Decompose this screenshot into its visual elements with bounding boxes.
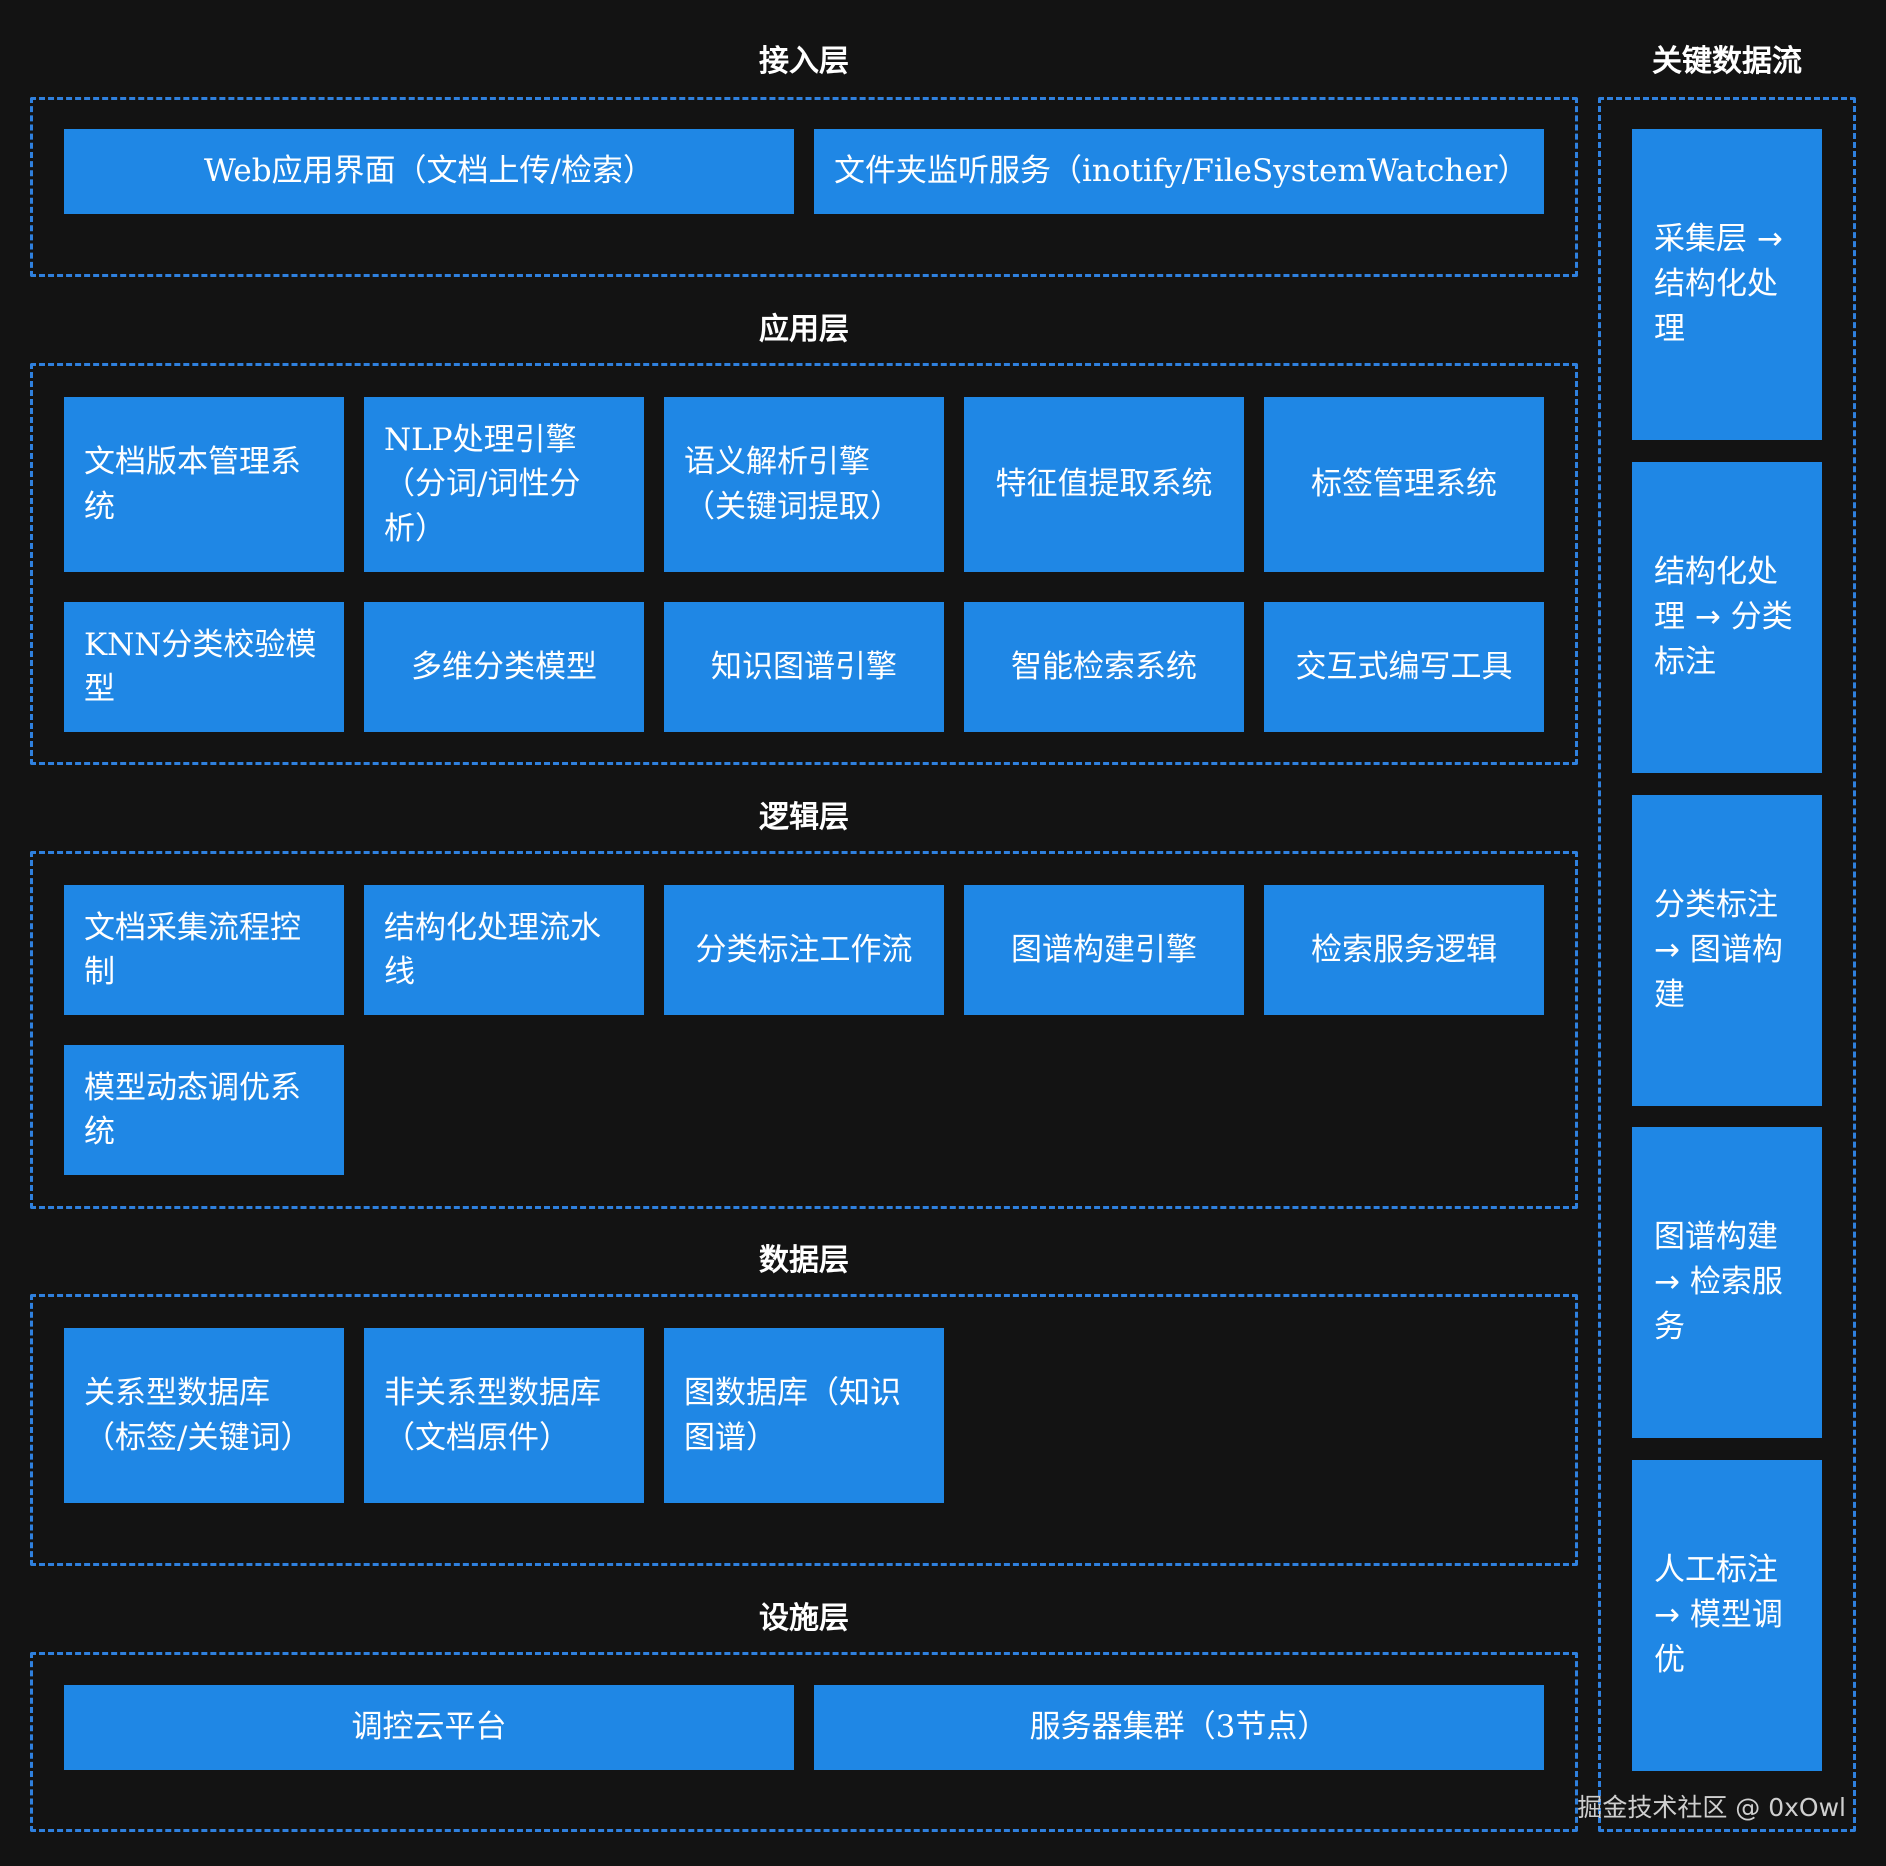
application-layer-title: 应用层 — [759, 312, 849, 347]
data-box-graph-db: 图数据库（知识图谱） — [664, 1328, 944, 1503]
app-box-nlp-engine: NLP处理引擎（分词/词性分析） — [364, 397, 644, 572]
infra-box-server-cluster: 服务器集群（3节点） — [814, 1685, 1544, 1770]
app-box-knn-model: KNN分类校验模型 — [64, 602, 344, 732]
app-box-interactive-editor: 交互式编写工具 — [1264, 602, 1544, 732]
logic-layer-frame — [30, 851, 1578, 1209]
app-box-version-mgmt: 文档版本管理系统 — [64, 397, 344, 572]
app-box-feature-extract: 特征值提取系统 — [964, 397, 1244, 572]
data-box-nosql-db: 非关系型数据库（文档原件） — [364, 1328, 644, 1503]
data-flow-frame — [1598, 97, 1856, 1832]
data-flow-title: 关键数据流 — [1652, 44, 1802, 79]
data-layer-title: 数据层 — [759, 1243, 849, 1278]
flow-step-graph-to-search: 图谱构建 → 检索服务 — [1632, 1127, 1822, 1438]
watermark: 掘金技术社区 @ 0xOwl — [1577, 1793, 1846, 1822]
app-box-smart-search: 智能检索系统 — [964, 602, 1244, 732]
logic-box-structuring-pipeline: 结构化处理流水线 — [364, 885, 644, 1015]
app-box-tag-mgmt: 标签管理系统 — [1264, 397, 1544, 572]
app-box-knowledge-graph: 知识图谱引擎 — [664, 602, 944, 732]
flow-step-collection-to-structuring: 采集层 → 结构化处理 — [1632, 129, 1822, 440]
logic-box-search-logic: 检索服务逻辑 — [1264, 885, 1544, 1015]
access-layer-frame — [30, 97, 1578, 277]
application-layer-frame — [30, 363, 1578, 765]
access-layer-title: 接入层 — [759, 44, 849, 79]
flow-step-manual-labeling-to-tuning: 人工标注 → 模型调优 — [1632, 1460, 1822, 1771]
logic-box-model-tuning: 模型动态调优系统 — [64, 1045, 344, 1175]
app-box-multi-class-model: 多维分类模型 — [364, 602, 644, 732]
logic-box-graph-builder: 图谱构建引擎 — [964, 885, 1244, 1015]
flow-step-labeling-to-graph: 分类标注 → 图谱构建 — [1632, 795, 1822, 1106]
data-box-relational-db: 关系型数据库（标签/关键词） — [64, 1328, 344, 1503]
logic-box-collection-control: 文档采集流程控制 — [64, 885, 344, 1015]
logic-layer-title: 逻辑层 — [759, 800, 849, 835]
data-layer-frame — [30, 1294, 1578, 1566]
infra-box-cloud-platform: 调控云平台 — [64, 1685, 794, 1770]
logic-box-labeling-workflow: 分类标注工作流 — [664, 885, 944, 1015]
access-box-web-ui: Web应用界面（文档上传/检索） — [64, 129, 794, 214]
flow-step-structuring-to-labeling: 结构化处理 → 分类标注 — [1632, 462, 1822, 773]
infrastructure-layer-frame — [30, 1652, 1578, 1832]
app-box-semantic-engine: 语义解析引擎（关键词提取） — [664, 397, 944, 572]
infrastructure-layer-title: 设施层 — [759, 1601, 849, 1636]
access-box-folder-watcher: 文件夹监听服务（inotify/FileSystemWatcher） — [814, 129, 1544, 214]
